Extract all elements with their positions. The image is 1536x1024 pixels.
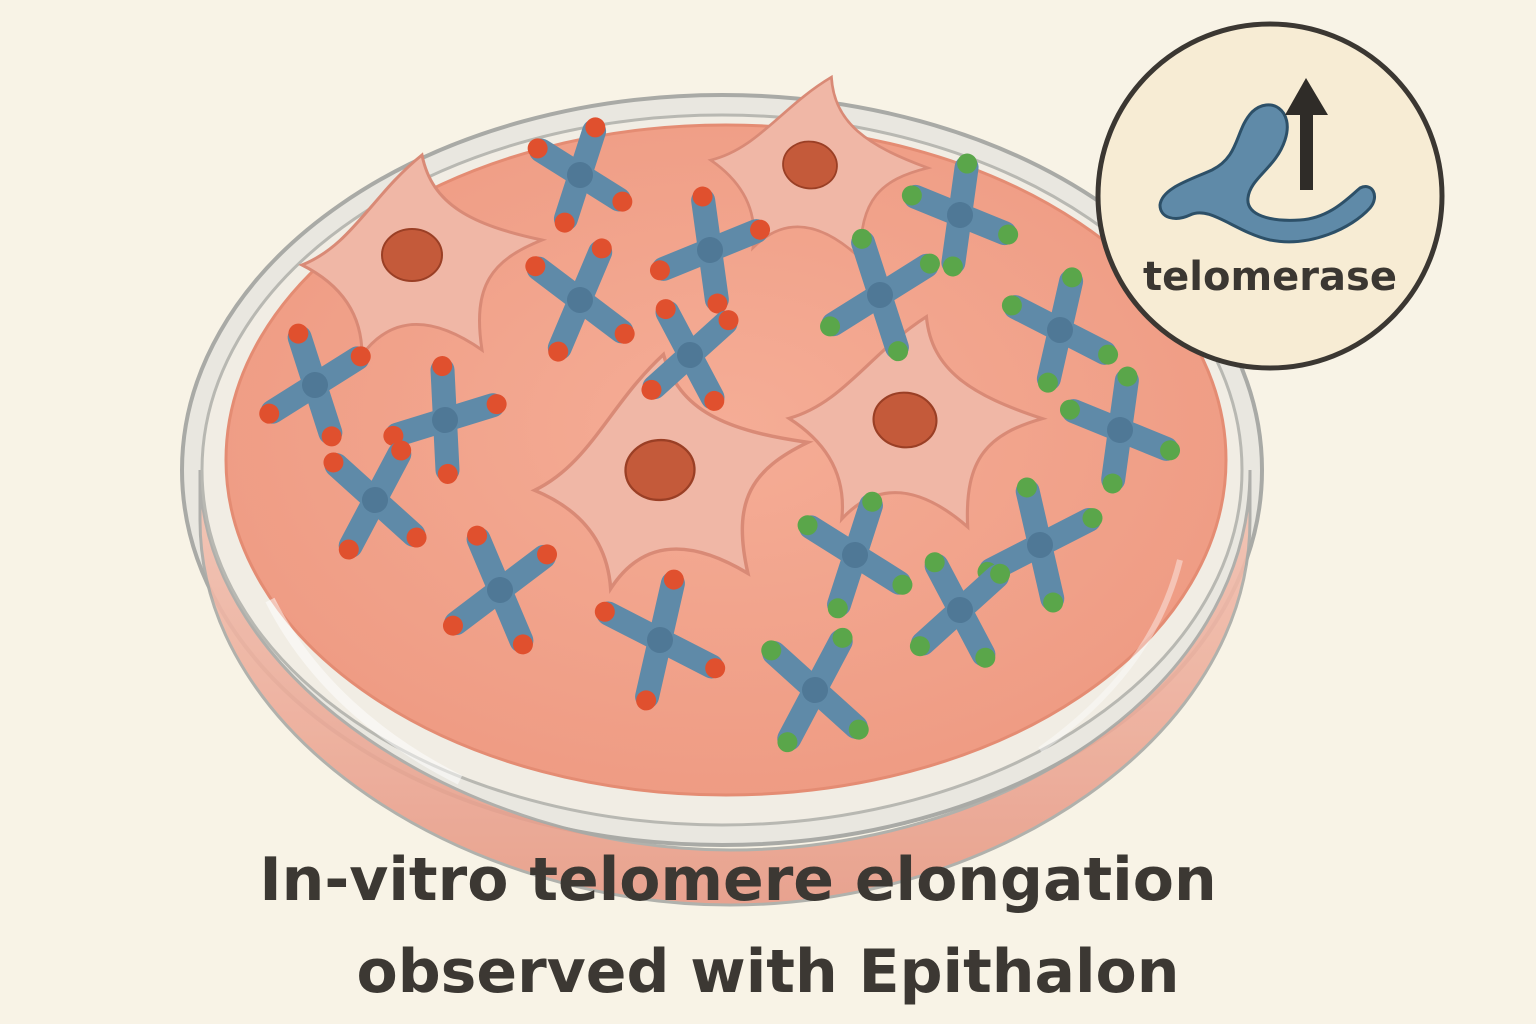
telomere-tip xyxy=(1082,508,1103,529)
chromosome xyxy=(641,299,739,411)
chromosome xyxy=(977,477,1103,613)
telomere-tip xyxy=(585,117,606,138)
nucleus xyxy=(624,438,696,502)
telomere-tip xyxy=(614,323,635,344)
chromosome xyxy=(797,491,913,619)
chromosome xyxy=(259,323,371,447)
telomere-tip xyxy=(832,627,853,648)
telomere-tip xyxy=(827,598,848,619)
up-arrow-icon xyxy=(1285,78,1328,190)
cell xyxy=(707,74,933,262)
telomere-tip xyxy=(406,527,427,548)
telomere-tip xyxy=(486,394,507,415)
nucleus xyxy=(872,391,938,449)
telomere-tip xyxy=(888,341,909,362)
telomere-tip xyxy=(591,238,612,259)
telomere-tip xyxy=(323,452,344,473)
telomere-tip xyxy=(442,615,463,636)
caption-line-1: In-vitro telomere elongation xyxy=(259,845,1217,915)
telomere-tip xyxy=(437,463,458,484)
telomere-tip xyxy=(1037,372,1058,393)
telomere-tip xyxy=(259,403,280,424)
caption-line-2: observed with Epithalon xyxy=(356,937,1180,1007)
telomere-tip xyxy=(649,260,670,281)
telomere-tip xyxy=(707,293,728,314)
telomere-tip xyxy=(1016,477,1037,498)
telomere-tip xyxy=(1102,473,1123,494)
telomere-tip xyxy=(777,732,798,753)
telomere-tip xyxy=(862,491,883,512)
telomere-tip xyxy=(512,634,533,655)
telomere-tip xyxy=(990,563,1011,584)
chromosome xyxy=(383,356,507,484)
telomere-tip xyxy=(288,323,309,344)
telomere-tip xyxy=(1043,592,1064,613)
telomere-tip xyxy=(383,425,404,446)
cell xyxy=(530,351,814,595)
chromosome xyxy=(909,552,1011,668)
telomere-tip xyxy=(750,219,771,240)
telomere-tip xyxy=(718,310,739,331)
telomere-tip xyxy=(901,185,922,206)
telomere-tip xyxy=(761,640,782,661)
chromosome xyxy=(1001,267,1119,393)
chromosome xyxy=(442,525,558,655)
telomere-tip xyxy=(432,356,453,377)
nucleus xyxy=(782,140,838,190)
telomere-tip xyxy=(892,574,913,595)
telomere-tip xyxy=(820,316,841,337)
telomere-tip xyxy=(594,601,615,622)
telomere-tip xyxy=(692,186,713,207)
telomere-tip xyxy=(851,228,872,249)
chromosome xyxy=(649,186,771,314)
telomerase-molecule-icon xyxy=(1158,103,1376,244)
telomere-tip xyxy=(338,539,359,560)
chromosome xyxy=(323,440,427,560)
telomere-tip xyxy=(525,256,546,277)
telomere-tip xyxy=(641,379,662,400)
telomere-tip xyxy=(998,224,1019,245)
telomere-tip xyxy=(924,552,945,573)
telomere-tip xyxy=(350,346,371,367)
telomere-tip xyxy=(1062,267,1083,288)
telomere-tip xyxy=(391,440,412,461)
telomere-tip xyxy=(1117,366,1138,387)
telomerase-label: telomerase xyxy=(1143,254,1397,300)
chromosome xyxy=(761,627,869,753)
telomere-tip xyxy=(909,636,930,657)
telomere-tip xyxy=(1098,344,1119,365)
telomere-tip xyxy=(321,426,342,447)
telomere-tip xyxy=(704,390,725,411)
chromosome xyxy=(525,238,635,362)
telomere-tip xyxy=(467,525,488,546)
telomere-tip xyxy=(957,153,978,174)
telomere-tip xyxy=(548,341,569,362)
telomere-tip xyxy=(919,253,940,274)
telomere-tip xyxy=(848,719,869,740)
telomere-tip xyxy=(636,690,657,711)
chromosome xyxy=(594,569,726,711)
telomere-tip xyxy=(1001,295,1022,316)
telomere-tip xyxy=(554,212,575,233)
telomerase-inset xyxy=(1095,21,1445,371)
telomere-tip xyxy=(1160,440,1181,461)
telomere-tip xyxy=(612,191,633,212)
telomere-tip xyxy=(942,256,963,277)
telomere-tip xyxy=(527,138,548,159)
chromosome xyxy=(901,153,1019,277)
telomere-tip xyxy=(655,299,676,320)
chromosome xyxy=(1059,366,1181,494)
telomere-tip xyxy=(537,544,558,565)
telomere-tip xyxy=(797,515,818,536)
telomere-tip xyxy=(705,658,726,679)
telomere-tip xyxy=(663,569,684,590)
telomere-tip xyxy=(1059,399,1080,420)
chromosome xyxy=(820,228,940,362)
chromosome xyxy=(527,117,633,233)
nucleus xyxy=(381,228,443,282)
telomere-tip xyxy=(975,647,996,668)
